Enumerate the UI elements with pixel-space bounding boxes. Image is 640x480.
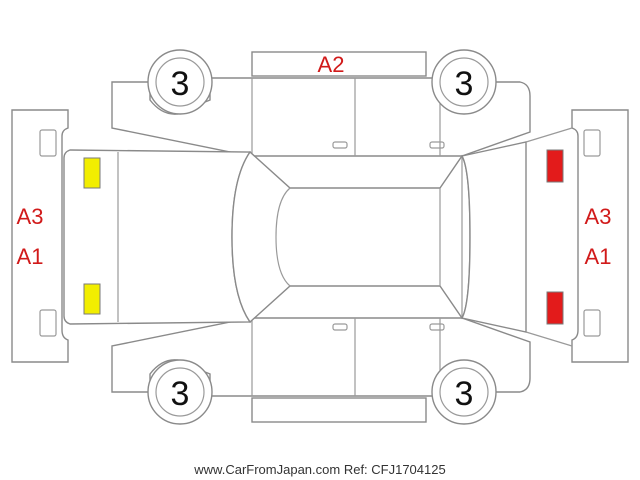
rear-bumper xyxy=(11,109,69,363)
front-light-bottom xyxy=(546,291,564,325)
damage-code-top: A2 xyxy=(318,52,345,77)
wheel-rear-bottom: 3 xyxy=(147,359,213,425)
wheel-grade-rear-bottom: 3 xyxy=(171,375,190,413)
wheel-grade-front-bottom: 3 xyxy=(455,375,474,413)
wheel-grade-front-top: 3 xyxy=(455,65,474,103)
front-bumper xyxy=(571,109,629,363)
top-side-panels xyxy=(111,51,531,157)
front-light-top xyxy=(546,149,564,183)
top-view-body xyxy=(63,127,573,347)
wheel-front-bottom: 3 xyxy=(431,359,497,425)
watermark-text: www.CarFromJapan.com Ref: CFJ1704125 xyxy=(193,462,445,477)
wheel-rear-top: 3 xyxy=(147,49,213,115)
damage-code-right-2: A1 xyxy=(585,244,612,269)
rear-light-top xyxy=(83,157,101,189)
damage-code-left-1: A3 xyxy=(17,204,44,229)
wheel-front-top: 3 xyxy=(431,49,497,115)
wheel-grade-rear-top: 3 xyxy=(171,65,190,103)
rear-light-bottom xyxy=(83,283,101,315)
damage-code-left-2: A1 xyxy=(17,244,44,269)
damage-code-right-1: A3 xyxy=(585,204,612,229)
